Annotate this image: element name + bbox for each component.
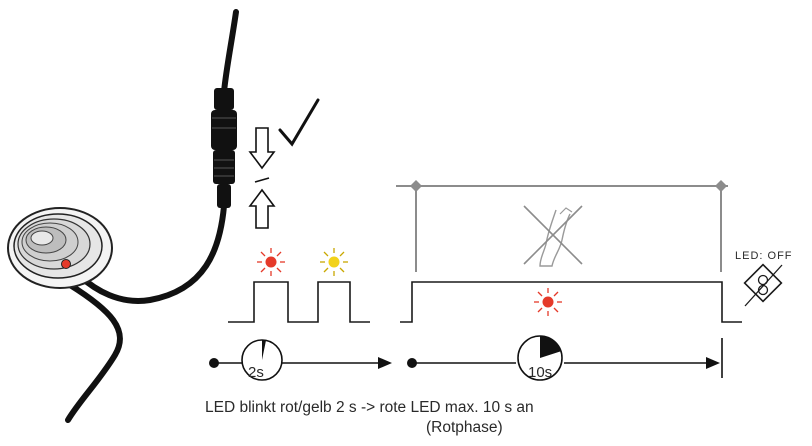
bracket-diamond-left [410, 180, 422, 192]
sensor-cable [221, 9, 239, 95]
bracket-diamond-right [715, 180, 727, 192]
timer-10s-label: 10s [528, 364, 553, 381]
stopwatch-2s-icon [241, 339, 283, 381]
red-phase-led-icon [534, 288, 562, 316]
time-axis-blink [209, 357, 392, 369]
red-phase-signal [400, 281, 742, 323]
blink-pulse-signal [228, 281, 370, 323]
time-axis-red-phase [407, 338, 723, 378]
timer-2s-label: 2s [248, 364, 264, 381]
red-led-icon [257, 248, 285, 276]
checkmark-icon [278, 98, 320, 147]
connector-plug [211, 88, 237, 208]
stopwatch-10s-icon [517, 335, 563, 381]
plug-in-arrows [248, 127, 276, 229]
caption-sub: (Rotphase) [426, 419, 503, 436]
no-hand-icon [523, 205, 583, 267]
caption-main: LED blinkt rot/gelb 2 s -> rote LED max.… [205, 399, 534, 416]
red-phase-bracket [396, 185, 728, 272]
led-off-label: LED: OFF [735, 250, 793, 262]
led-sensor-housing [7, 207, 113, 289]
led-off-icon [743, 263, 783, 307]
yellow-led-icon [320, 248, 348, 276]
